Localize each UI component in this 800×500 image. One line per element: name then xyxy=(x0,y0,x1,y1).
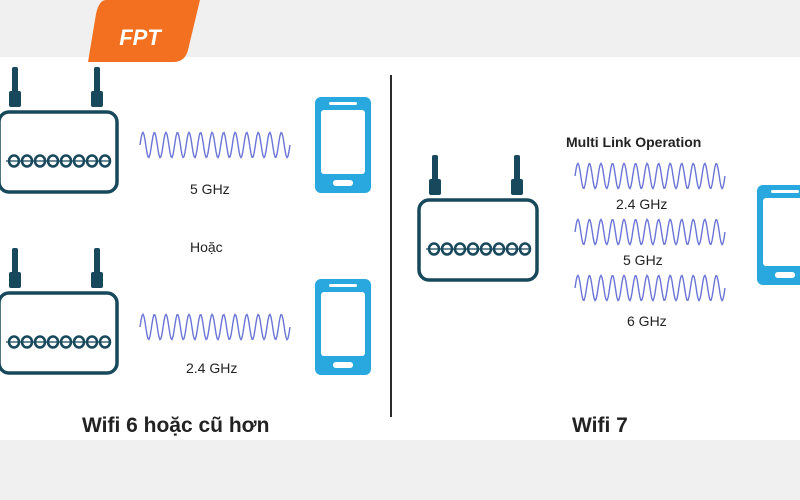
band-label: 2.4 GHz xyxy=(616,196,668,212)
diagram-panel xyxy=(0,57,800,440)
mlo-title: Multi Link Operation xyxy=(566,134,702,150)
wifi-wave-icon xyxy=(574,217,726,247)
band-label-5ghz: 5 GHz xyxy=(190,181,230,197)
logo-text: FPT xyxy=(119,25,162,50)
band-label: 5 GHz xyxy=(623,252,663,268)
smartphone-icon xyxy=(315,97,371,193)
router-icon xyxy=(417,155,539,282)
wifi-wave-icon xyxy=(574,273,726,303)
fpt-logo: FPT xyxy=(88,0,200,62)
logo-background xyxy=(88,0,200,62)
router-icon xyxy=(0,67,119,194)
panel-divider xyxy=(390,75,392,417)
or-label: Hoặc xyxy=(190,239,223,255)
smartphone-icon xyxy=(757,185,800,285)
wifi-wave-icon xyxy=(139,130,291,160)
band-label-2-4ghz: 2.4 GHz xyxy=(186,360,238,376)
wifi-wave-icon xyxy=(574,161,726,191)
router-icon xyxy=(0,248,119,375)
caption-wifi6: Wifi 6 hoặc cũ hơn xyxy=(82,414,270,437)
wifi-wave-icon xyxy=(139,312,291,342)
smartphone-icon xyxy=(315,279,371,375)
caption-wifi7: Wifi 7 xyxy=(572,414,628,437)
band-label: 6 GHz xyxy=(627,313,667,329)
